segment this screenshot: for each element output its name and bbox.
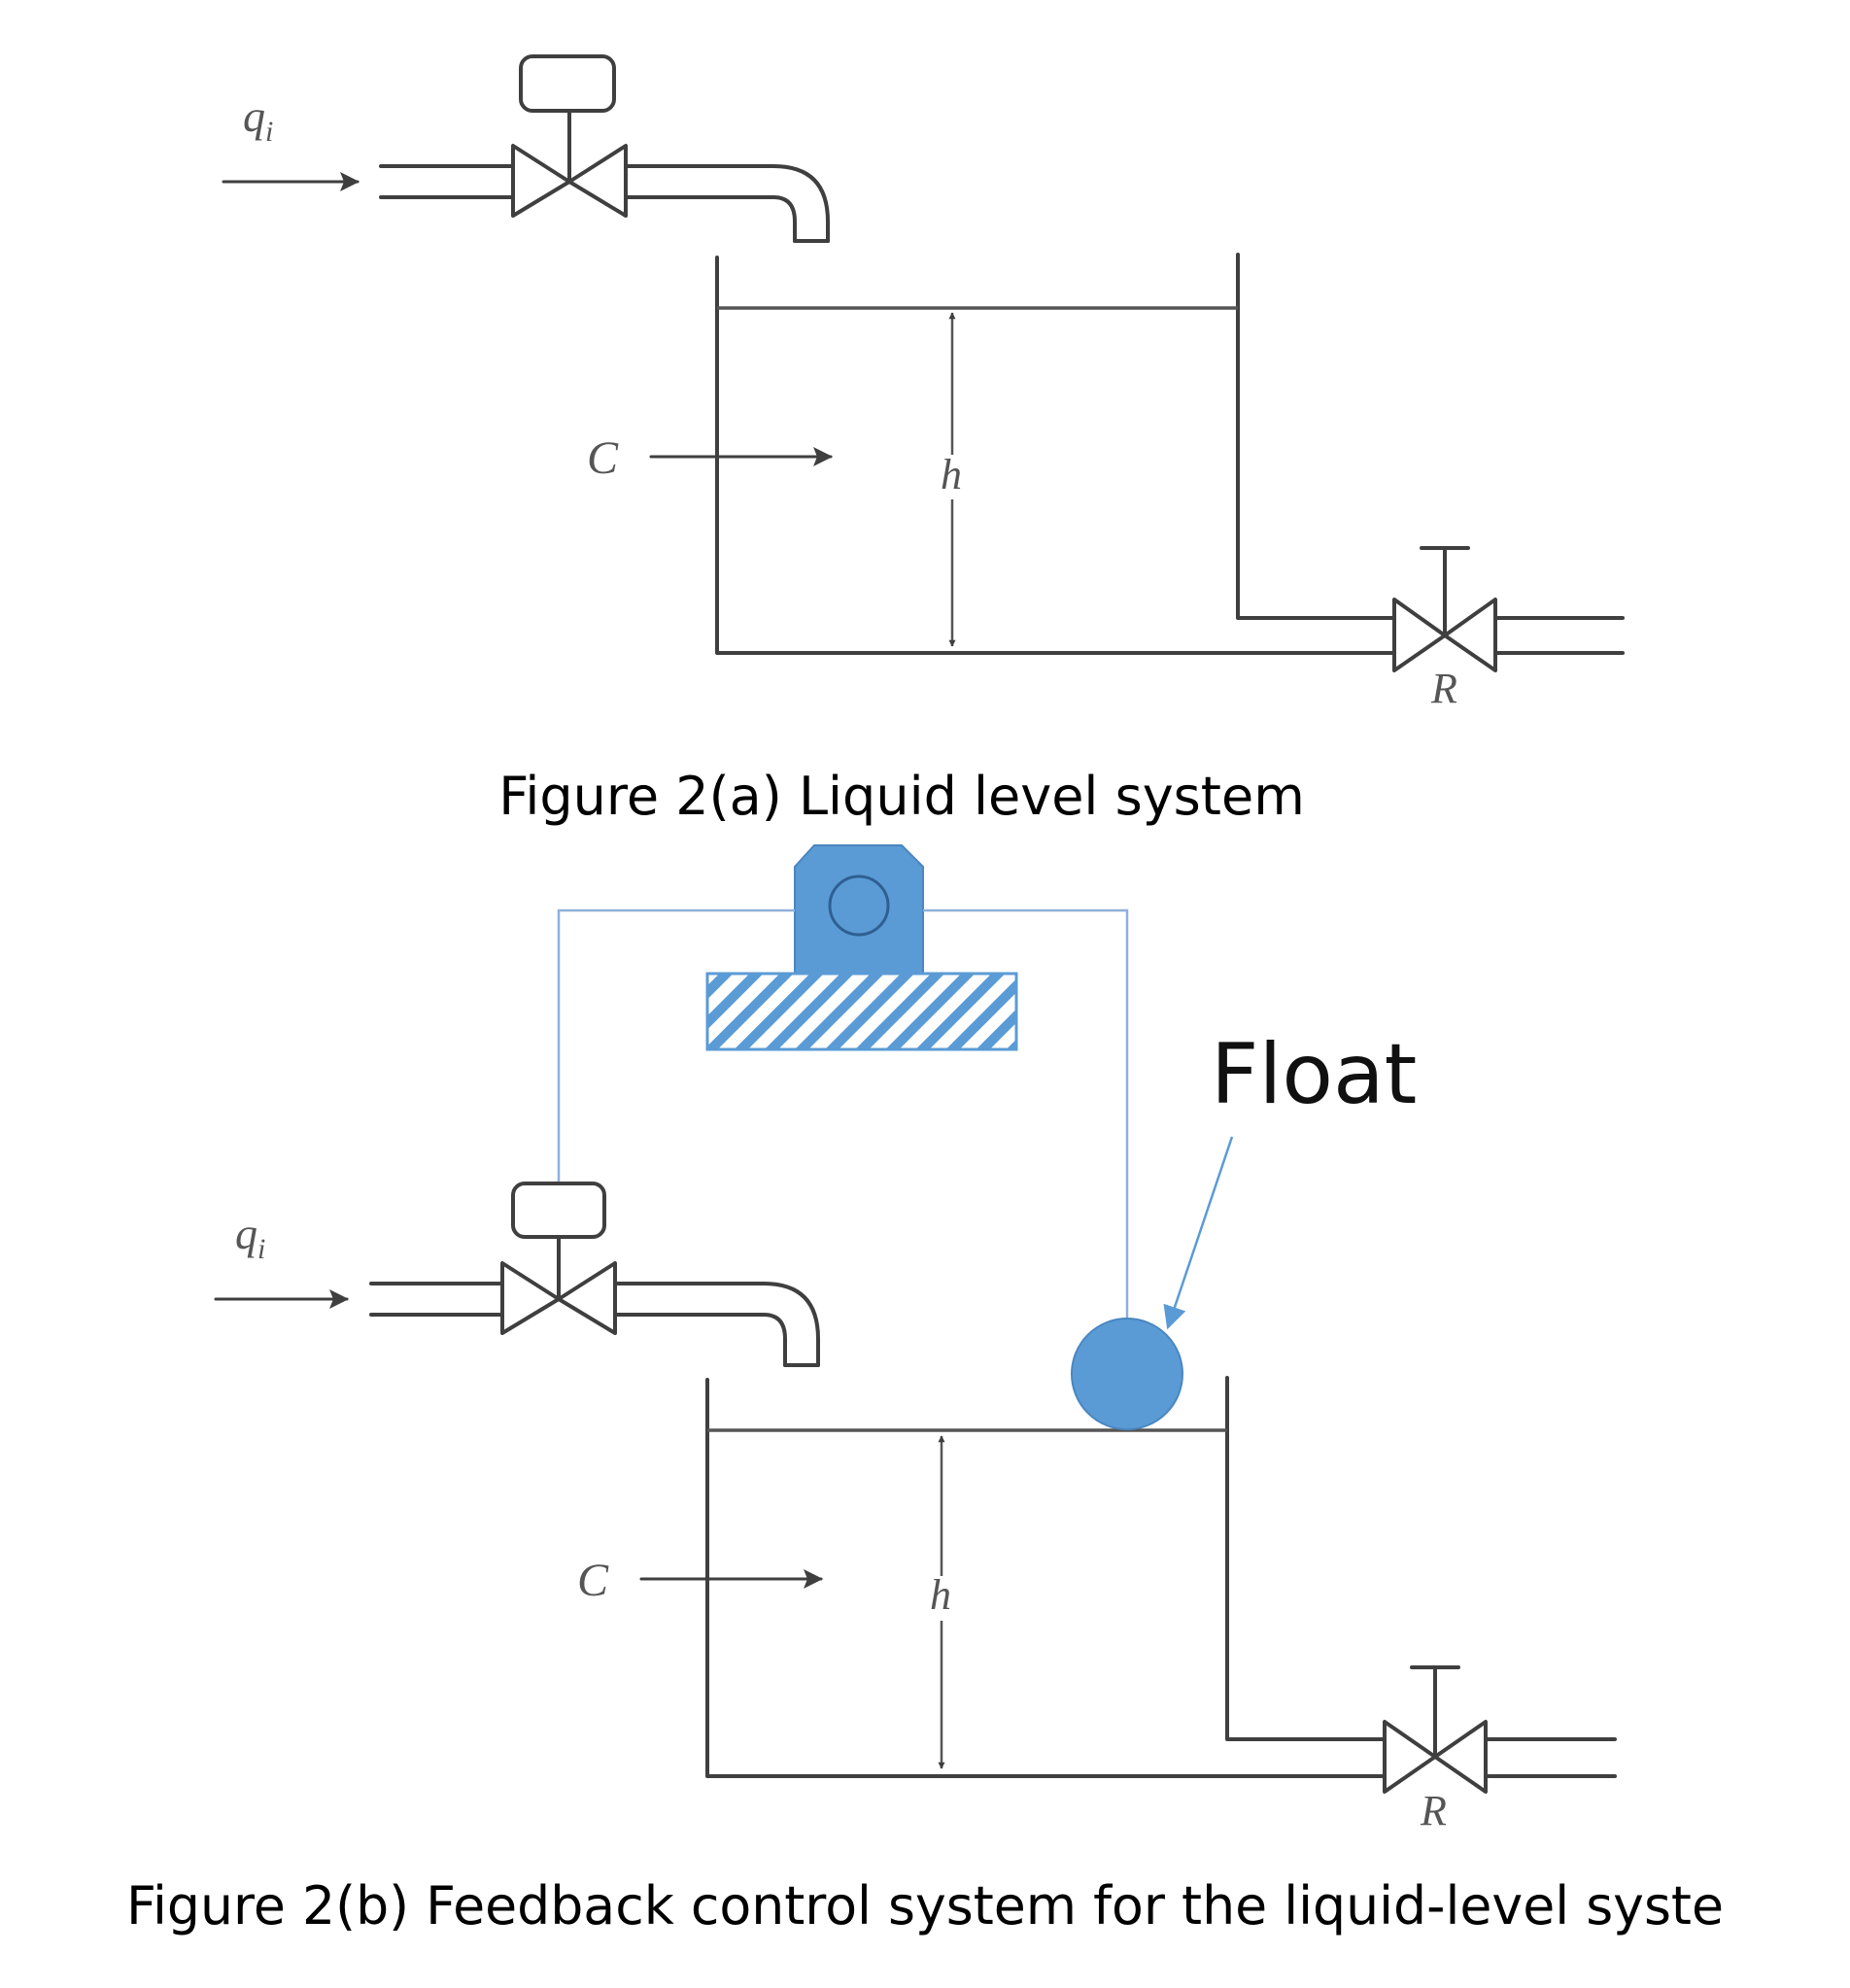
resistance-label-b: R (1420, 1787, 1447, 1834)
outlet-valve-b (1383, 1665, 1488, 1794)
capacitance-label-b: C (577, 1555, 609, 1606)
float-callout-arrow (1163, 1136, 1234, 1330)
inlet-valve-b (500, 1182, 617, 1335)
capacitance-label-a: C (587, 432, 619, 484)
controller (705, 844, 1018, 1051)
float-label: Float (1211, 1026, 1417, 1123)
inlet-valve-a (511, 54, 628, 218)
controller-body (794, 844, 924, 975)
caption-a: Figure 2(a) Liquid level system (498, 766, 1305, 827)
linkage-line (557, 908, 795, 1183)
resistance-label-a: R (1430, 665, 1457, 712)
height-label-a: h (941, 451, 962, 498)
outlet-valve-a (1392, 546, 1497, 672)
controller-base-hatch (705, 972, 1018, 1051)
figure-a: qi R h (222, 54, 1625, 827)
tank-a (715, 253, 1396, 655)
tank-b (705, 1376, 1387, 1778)
caption-b: Figure 2(b) Feedback control system for … (126, 1875, 1724, 1937)
height-label-b: h (930, 1571, 951, 1619)
figure-b: qi Float R (126, 844, 1724, 1937)
float-ball (1071, 1318, 1183, 1430)
controller-dial (828, 874, 890, 937)
inflow-label-b: qi (235, 1209, 265, 1265)
inflow-label-a: qi (243, 91, 273, 148)
